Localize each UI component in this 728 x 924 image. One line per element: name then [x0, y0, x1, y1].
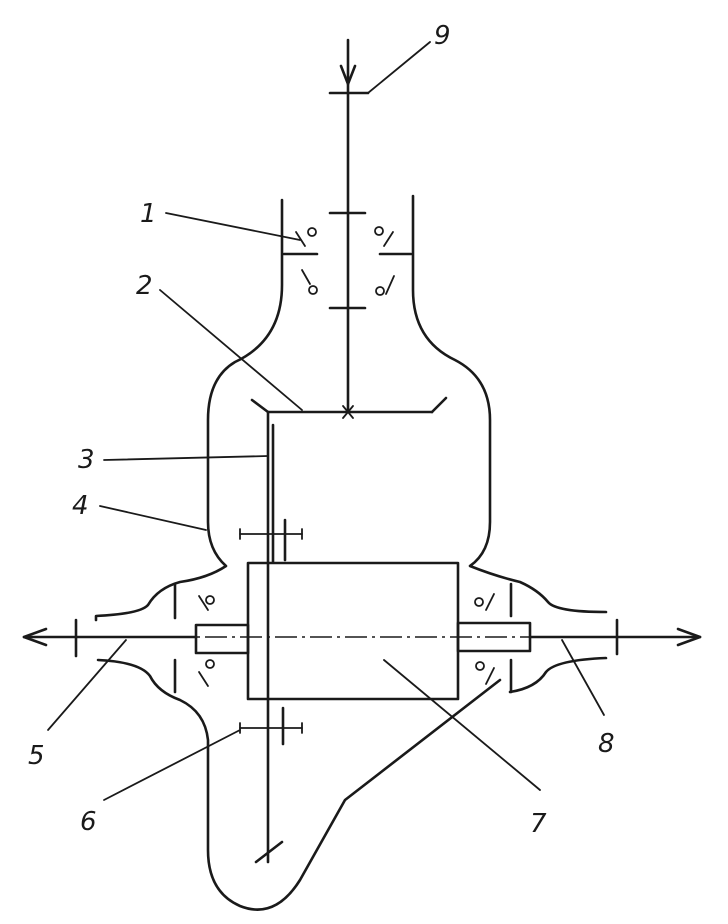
right-arrow-head: [676, 627, 702, 647]
part-labels: 9 1 2 3 4 5 6 7 8: [28, 21, 615, 839]
leader-4: [99, 505, 207, 531]
bearing-tl-slash: [295, 231, 306, 247]
housing-left-outline: [94, 198, 284, 622]
input-arrow-head: [339, 64, 357, 86]
label-6: 6: [80, 807, 97, 837]
housing: [94, 194, 608, 911]
input-shaft: [282, 38, 413, 414]
bearing-tr-slash: [383, 231, 394, 247]
bearing-rs-upper-slash: [485, 593, 495, 611]
housing-left-lower-outline: [96, 658, 502, 911]
bearing-ls-upper-ball: [205, 595, 215, 605]
bearing-rs-lower-slash: [485, 667, 495, 685]
label-4: 4: [72, 491, 89, 521]
bearing-ls-upper-slash: [198, 595, 209, 611]
drum-left-journal: [194, 623, 250, 655]
leader-8: [561, 639, 605, 716]
output-shaft: [22, 618, 702, 658]
bearing-tr-ball: [374, 226, 384, 236]
side-bearings: [198, 593, 495, 687]
leader-2: [159, 289, 303, 411]
bevel-gears: [250, 396, 448, 419]
bearing-ls-lower-slash: [198, 671, 209, 687]
bevel-gear-right-tooth: [430, 396, 448, 414]
lower-bevel-tooth: [254, 840, 284, 864]
bearing-bl-ball: [308, 285, 318, 295]
bearing-bl-slash: [301, 269, 311, 285]
bevel-gear-left-tooth: [250, 398, 270, 414]
label-7: 7: [530, 809, 547, 839]
bearing-rs-upper-ball: [474, 597, 484, 607]
leader-1: [165, 212, 301, 241]
housing-right-lower-outline: [508, 656, 608, 694]
leader-6: [103, 729, 241, 801]
label-9: 9: [434, 21, 451, 51]
leader-9: [367, 41, 431, 94]
bearing-rs-lower-ball: [475, 661, 485, 671]
label-3: 3: [78, 445, 95, 475]
bearing-tl-ball: [307, 227, 317, 237]
leader-lines: [47, 41, 605, 801]
leader-5: [47, 639, 127, 731]
leader-7: [383, 659, 541, 791]
bearing-br-ball: [375, 286, 385, 296]
input-bearings: [295, 226, 395, 296]
bearing-br-slash: [385, 275, 395, 295]
drum-body: [246, 561, 460, 701]
left-arrow-head: [22, 627, 48, 647]
bevel-gear-hub: [342, 405, 354, 419]
label-1: 1: [140, 199, 157, 229]
housing-right-outline: [411, 194, 608, 614]
leader-3: [103, 455, 269, 461]
bearing-ls-lower-ball: [205, 659, 215, 669]
spur-gear-lower: [239, 706, 303, 746]
label-2: 2: [136, 271, 153, 301]
label-8: 8: [598, 729, 615, 759]
spur-gear-upper: [239, 518, 303, 562]
label-5: 5: [28, 741, 45, 771]
drum: [194, 561, 532, 701]
